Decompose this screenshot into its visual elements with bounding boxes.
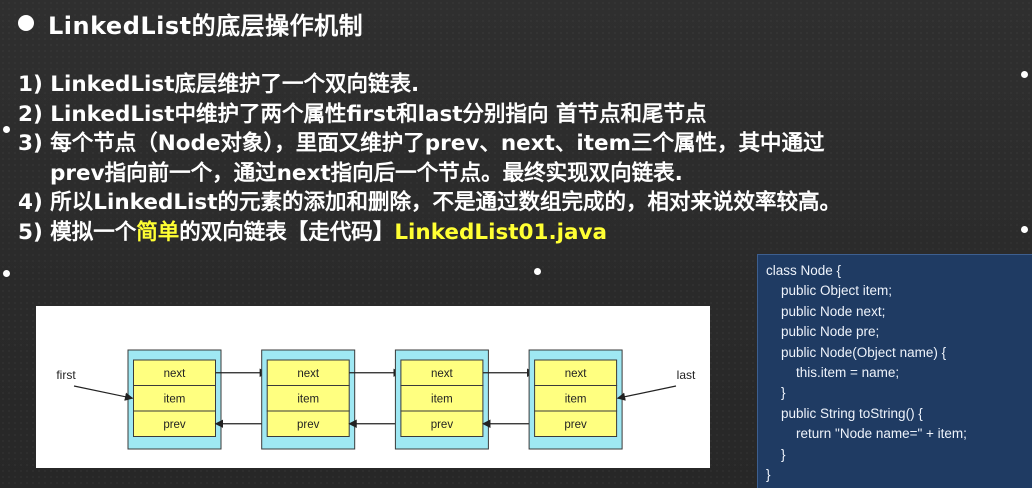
title-text: LinkedList的底层操作机制	[48, 11, 364, 40]
last-pointer-arrow	[616, 385, 677, 401]
code-line: public Node next;	[766, 303, 886, 319]
code-line: }	[766, 446, 786, 462]
node-field-label: prev	[431, 419, 454, 431]
slide-title: LinkedList的底层操作机制	[18, 6, 363, 40]
code-line: public String toString() {	[766, 405, 923, 421]
node-field-next	[534, 359, 618, 386]
linked-list-svg: next item prev next item prev next item prev next…	[56, 349, 696, 450]
point-list: 1) LinkedList底层维护了一个双向链表. 2) LinkedList中…	[18, 70, 1030, 247]
node-field-label: item	[431, 393, 453, 405]
slide-marker-dot	[1021, 71, 1028, 78]
code-line: public Node pre;	[766, 324, 880, 340]
node-field-label: next	[565, 368, 588, 380]
code-line: }	[766, 385, 786, 401]
code-line: this.item = name;	[766, 365, 900, 381]
code-line: public Object item;	[766, 283, 893, 299]
slide-marker-dot	[3, 126, 10, 133]
slide-marker-dot	[1021, 226, 1028, 233]
point-3: 3) 每个节点（Node对象），里面又维护了prev、next、item三个属性…	[18, 131, 825, 156]
slide-marker-dot	[3, 270, 10, 277]
code-line: return "Node name=" + item;	[766, 426, 967, 442]
slide-marker-dot	[534, 268, 541, 275]
code-line: class Node {	[766, 263, 842, 278]
node-field-item	[266, 385, 350, 412]
code-line: public Node(Object name) {	[766, 344, 947, 360]
node-field-prev	[534, 410, 618, 437]
node-field-next	[133, 359, 216, 386]
node-field-item	[534, 385, 618, 412]
node-field-next	[400, 359, 484, 386]
first-pointer-arrow	[73, 385, 134, 401]
node-field-label: item	[565, 393, 587, 405]
linked-list-diagram: next item prev next item prev next item prev next…	[36, 306, 710, 468]
point-2: 2) LinkedList中维护了两个属性first和last分别指向 首节点和…	[18, 101, 707, 127]
point-5-filename: LinkedList01.java	[394, 219, 608, 245]
node-field-prev	[266, 410, 350, 437]
node-field-label: item	[164, 393, 186, 405]
point-4: 4) 所以LinkedList的元素的添加和删除，不是通过数组完成的，相对来说效…	[18, 190, 841, 215]
node-field-label: next	[431, 368, 454, 380]
node-field-label: next	[164, 368, 187, 380]
node-field-label: prev	[163, 419, 186, 431]
point-5-highlight: 简单	[136, 219, 180, 245]
node-field-label: next	[297, 368, 320, 380]
node-field-label: prev	[297, 419, 320, 431]
point-3-continued: prev指向前一个，通过next指向后一个节点。最终实现双向链表.	[50, 160, 683, 186]
title-bullet-icon	[18, 15, 34, 31]
first-label: first	[56, 368, 76, 382]
code-panel: class Node { public Object item; public …	[757, 254, 1032, 488]
node-field-prev	[400, 410, 484, 437]
code-line: }	[766, 467, 771, 483]
node-field-label: prev	[564, 419, 587, 431]
point-5: 5) 模拟一个简单的双向链表【走代码】LinkedList01.java	[18, 218, 1030, 248]
last-label: last	[677, 368, 696, 382]
node-field-item	[400, 385, 484, 412]
point-1: 1) LinkedList底层维护了一个双向链表.	[18, 72, 420, 97]
point-5-middle: 的双向链表【走代码】	[179, 219, 395, 245]
node-field-label: item	[297, 393, 319, 405]
node-field-next	[266, 359, 350, 386]
point-5-prefix: 5) 模拟一个	[18, 219, 137, 245]
